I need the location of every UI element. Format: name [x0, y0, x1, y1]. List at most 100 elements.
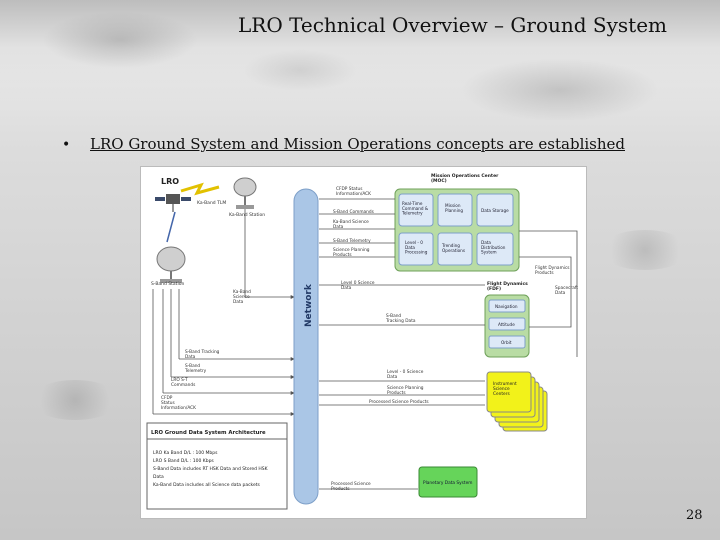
bullet-text: LRO Ground System and Mission Operations…: [90, 135, 625, 153]
crater: [30, 380, 120, 420]
fdf-box: [488, 317, 526, 331]
moc-container: [394, 188, 520, 272]
crater: [600, 230, 690, 270]
flow-label: Processed Science Products: [369, 399, 429, 405]
legend-line: LRO Ka Band D/L : 100 Mbps: [153, 450, 218, 456]
moc-box: [437, 232, 473, 266]
bullet-marker: •: [62, 137, 71, 153]
text-line: Products: [535, 270, 554, 276]
text-line: Data: [387, 374, 398, 380]
text-line: Status: [161, 400, 175, 406]
text-line: (MOC): [431, 178, 447, 184]
ground-system-diagram: LRO Ka-Band TLM Ka-Band Station S-Band S…: [140, 166, 587, 519]
text-line: Data: [341, 285, 352, 291]
legend-box: [146, 422, 288, 510]
text-line: Information/ACK: [336, 191, 371, 197]
moc-box: [476, 232, 514, 266]
slide-title: LRO Technical Overview – Ground System: [238, 13, 668, 37]
text-line: Data: [185, 354, 196, 360]
fdf-title: Flight Dynamics(FDF): [487, 281, 528, 292]
flow-label: S-Band Commands: [333, 209, 375, 215]
network-bar: Network: [293, 188, 319, 505]
fdf-container: [484, 294, 530, 358]
moc-box: [476, 193, 514, 227]
text-line: Products: [387, 390, 406, 396]
text-line: Telemetry: [401, 211, 423, 216]
pds-label: Planetary Data System: [423, 480, 472, 486]
text-line: (FDF): [487, 286, 501, 292]
pds-box: [418, 466, 478, 498]
text-line: Planning: [445, 208, 463, 213]
s-band-dish-icon: [156, 211, 186, 283]
ka-band-dish-icon: [233, 177, 257, 209]
text-line: Tracking Data: [385, 318, 416, 324]
flow-label: S-Band Telemetry: [333, 238, 371, 244]
right-flow-line: [519, 230, 578, 357]
text-line: Data: [233, 299, 244, 305]
fdf-box: [488, 335, 526, 349]
moc-box-label: Data Storage: [481, 208, 509, 213]
ka-band-station-label: Ka-Band Station: [229, 212, 265, 218]
fdf-box-label: Attitude: [498, 322, 515, 327]
text-line: Products: [333, 252, 352, 258]
legend-line: LRO S Band D/L : 100 Kbps: [153, 458, 214, 464]
legend-line: Data: [153, 474, 164, 480]
fdf-box-label: Orbit: [501, 340, 512, 345]
text-line: Centers: [493, 391, 510, 397]
text-line: Distribution: [481, 245, 506, 250]
text-line: Science: [233, 294, 250, 300]
moc-title: Mission Operations Center(MOC): [431, 173, 499, 184]
text-line: Commands: [171, 382, 196, 388]
text-line: Command &: [402, 206, 429, 211]
text-line: Processing: [405, 250, 428, 255]
right-flow-line: [519, 256, 572, 328]
moon-horizon-background: [0, 0, 720, 120]
instrument-science-centers: [486, 371, 548, 432]
fdf-box-label: Navigation: [495, 304, 518, 309]
text-line: Products: [331, 486, 350, 492]
fdf-box: [488, 299, 526, 313]
diagram-svg: LRO Ka-Band TLM Ka-Band Station S-Band S…: [146, 173, 578, 510]
text-line: Science: [493, 386, 510, 392]
text-line: Data: [333, 224, 344, 230]
network-label: Network: [304, 283, 314, 327]
s-band-station-label: S-Band Station: [151, 281, 184, 287]
moc-box: [437, 193, 473, 227]
ka-band-link-icon: [180, 182, 220, 196]
lro-label: LRO: [161, 177, 179, 186]
text-line: Telemetry: [184, 368, 207, 374]
page-number: 28: [686, 508, 703, 523]
legend-title: LRO Ground Data System Architecture: [151, 430, 266, 436]
text-line: Operations: [442, 248, 465, 253]
moc-box: [398, 193, 434, 227]
ka-band-label: Ka-Band TLM: [197, 200, 226, 206]
moc-box: [398, 232, 434, 266]
legend-line: S-Band Data includes RT HSK Data and Sto…: [153, 466, 269, 472]
lro-spacecraft-icon: [155, 194, 191, 212]
legend-line: Ka-Band Data includes all Science data p…: [153, 482, 261, 488]
text-line: Data: [405, 245, 415, 250]
text-line: Information/ACK: [161, 405, 196, 411]
text-line: System: [481, 250, 497, 255]
